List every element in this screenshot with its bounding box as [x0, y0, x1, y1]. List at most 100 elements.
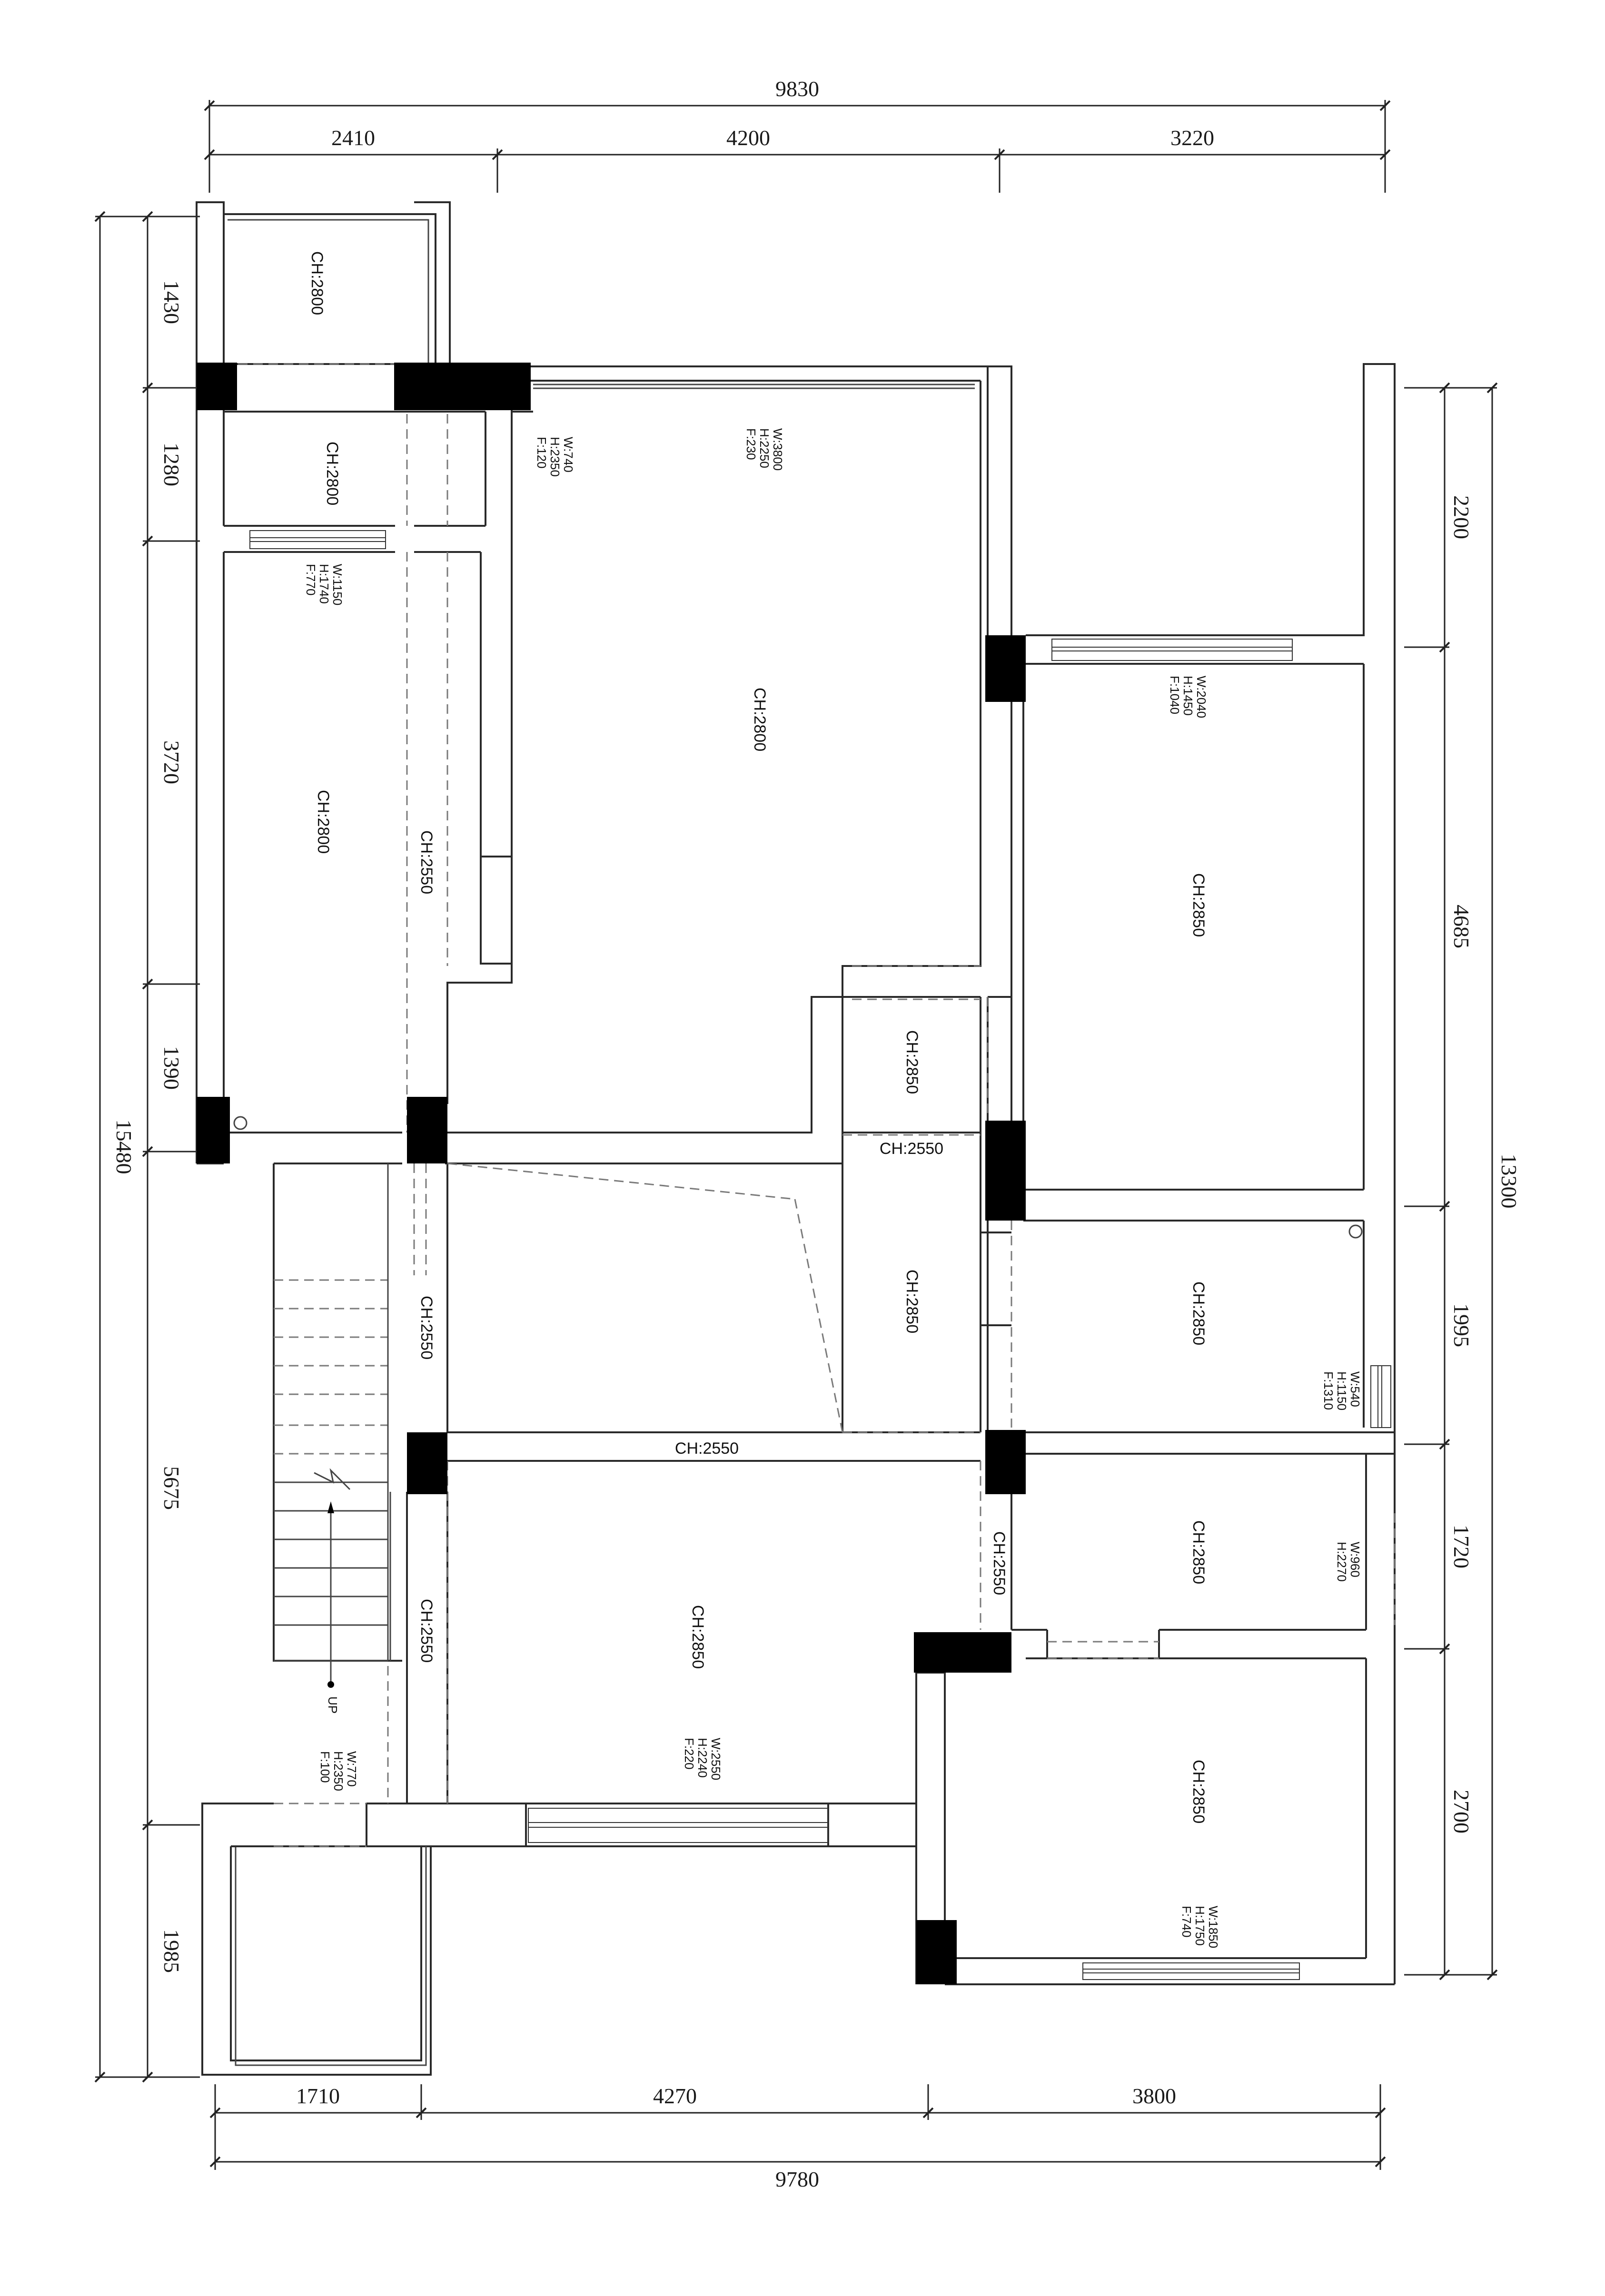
room-label: CH:2800	[323, 442, 341, 505]
drain-icon	[233, 1116, 248, 1130]
svg-text:H:2350: H:2350	[548, 437, 562, 477]
window-spec: W:960 H:2270	[1335, 1542, 1362, 1582]
column	[985, 1121, 1026, 1221]
dim-left-seg-3: 3720	[159, 740, 184, 784]
svg-text:F:120: F:120	[535, 437, 549, 469]
svg-text:H:2250: H:2250	[757, 428, 772, 468]
stair-break-line	[314, 1468, 351, 1490]
column	[985, 635, 1026, 702]
svg-text:F:100: F:100	[318, 1751, 332, 1783]
svg-text:H:2240: H:2240	[695, 1738, 710, 1778]
svg-text:H:1750: H:1750	[1193, 1906, 1207, 1946]
stair-arrow-head-icon	[327, 1501, 334, 1513]
window-spec: W:2550 H:2240 F:220	[682, 1738, 723, 1780]
svg-text:F:770: F:770	[304, 564, 318, 596]
drain-icon	[1348, 1224, 1363, 1239]
window-glazing	[249, 530, 1391, 1980]
svg-text:H:2350: H:2350	[331, 1751, 346, 1791]
window-spec: W:540 H:1150 F:1310	[1321, 1371, 1362, 1410]
dim-top-seg-1: 2410	[331, 126, 375, 150]
staircase: UP	[274, 1163, 391, 1714]
dim-left-total: 15480	[112, 1120, 136, 1174]
svg-text:F:1310: F:1310	[1321, 1371, 1336, 1410]
svg-text:H:2270: H:2270	[1335, 1542, 1349, 1582]
room-label: CH:2850	[903, 1270, 921, 1333]
dim-right-total: 13300	[1497, 1154, 1521, 1209]
dim-left-seg-1: 1430	[159, 280, 184, 324]
dim-top-seg-2: 4200	[726, 126, 770, 150]
column	[394, 363, 531, 410]
dim-bottom-seg-3: 3800	[1132, 2084, 1176, 2108]
room-label: CH:2550	[417, 1296, 436, 1360]
column	[914, 1632, 1011, 1673]
svg-text:W:960: W:960	[1348, 1542, 1362, 1577]
window-spec: W:770 H:2350 F:100	[318, 1751, 359, 1791]
room-label: CH:2550	[990, 1531, 1008, 1595]
dim-right-seg-4: 1720	[1449, 1525, 1474, 1568]
room-labels: CH:2800 CH:2800 CH:2800 CH:2800 CH:2550 …	[308, 251, 1208, 1823]
room-label: CH:2850	[903, 1030, 921, 1094]
svg-text:F:1040: F:1040	[1168, 676, 1182, 714]
svg-text:W:1150: W:1150	[330, 564, 345, 605]
room-label: CH:2550	[417, 1599, 436, 1663]
column	[197, 363, 237, 410]
room-label: CH:2800	[308, 251, 326, 315]
column	[985, 1430, 1026, 1494]
dim-bottom-total: 9780	[775, 2167, 819, 2191]
fixtures	[233, 1116, 1363, 1239]
svg-text:W:2550: W:2550	[709, 1738, 723, 1780]
column	[916, 1920, 957, 1984]
svg-text:F:230: F:230	[744, 428, 758, 460]
svg-text:W:770: W:770	[345, 1751, 359, 1787]
room-label: CH:2550	[675, 1439, 739, 1458]
dim-bottom-seg-2: 4270	[653, 2084, 697, 2108]
dim-left-seg-2: 1280	[159, 443, 184, 486]
stair-up-label: UP	[326, 1696, 340, 1714]
window-labels: W:740 H:2350 F:120 W:3800 H:2250 F:230 W…	[304, 428, 1362, 1948]
svg-text:W:740: W:740	[561, 437, 575, 473]
dimension-right: 2200 4685 1995 1720 2700 13300	[1404, 382, 1521, 1981]
dim-left-seg-4: 1390	[159, 1046, 184, 1090]
structural-columns	[197, 363, 1026, 1984]
svg-text:W:540: W:540	[1348, 1371, 1362, 1407]
window-spec: W:1850 H:1750 F:740	[1179, 1906, 1220, 1948]
dim-right-seg-5: 2700	[1449, 1790, 1474, 1833]
room-label: CH:2850	[1189, 873, 1208, 937]
dim-right-seg-1: 2200	[1449, 495, 1474, 539]
room-label: CH:2550	[417, 830, 436, 894]
dim-right-seg-3: 1995	[1449, 1303, 1474, 1347]
dim-left-seg-6: 1985	[159, 1929, 184, 1973]
window-spec: W:3800 H:2250 F:230	[744, 428, 785, 471]
dimension-top: 9830 2410 4200 3220	[204, 77, 1391, 193]
room-label: CH:2800	[314, 790, 332, 854]
room-label: CH:2550	[880, 1140, 943, 1158]
dim-bottom-seg-1: 1710	[296, 2084, 340, 2108]
window-spec: W:740 H:2350 F:120	[535, 437, 575, 477]
dim-top-total: 9830	[775, 77, 819, 101]
window-spec: W:1150 H:1740 F:770	[304, 564, 345, 605]
svg-text:W:2040: W:2040	[1194, 676, 1209, 718]
room-label: CH:2800	[751, 688, 769, 751]
svg-text:F:220: F:220	[682, 1738, 696, 1770]
dim-right-seg-2: 4685	[1449, 905, 1474, 948]
dim-top-seg-3: 3220	[1170, 126, 1214, 150]
dimension-left: 1430 1280 3720 1390 5675 1985 15480	[94, 211, 200, 2083]
room-label: CH:2850	[1189, 1281, 1208, 1345]
room-label: CH:2850	[1189, 1760, 1208, 1823]
svg-text:W:1850: W:1850	[1206, 1906, 1220, 1948]
svg-text:F:740: F:740	[1179, 1906, 1194, 1938]
window-spec: W:2040 H:1450 F:1040	[1168, 676, 1209, 718]
column	[407, 1097, 447, 1163]
room-label: CH:2850	[1189, 1520, 1208, 1584]
svg-text:H:1740: H:1740	[317, 564, 331, 604]
room-label: CH:2850	[689, 1605, 707, 1669]
dim-left-seg-5: 5675	[159, 1466, 184, 1510]
stair-start-dot-icon	[327, 1681, 334, 1688]
column	[407, 1432, 447, 1494]
svg-text:H:1150: H:1150	[1335, 1371, 1349, 1410]
svg-text:H:1450: H:1450	[1181, 676, 1195, 716]
walls	[196, 201, 1396, 2076]
column	[197, 1097, 230, 1163]
svg-text:W:3800: W:3800	[771, 428, 785, 471]
